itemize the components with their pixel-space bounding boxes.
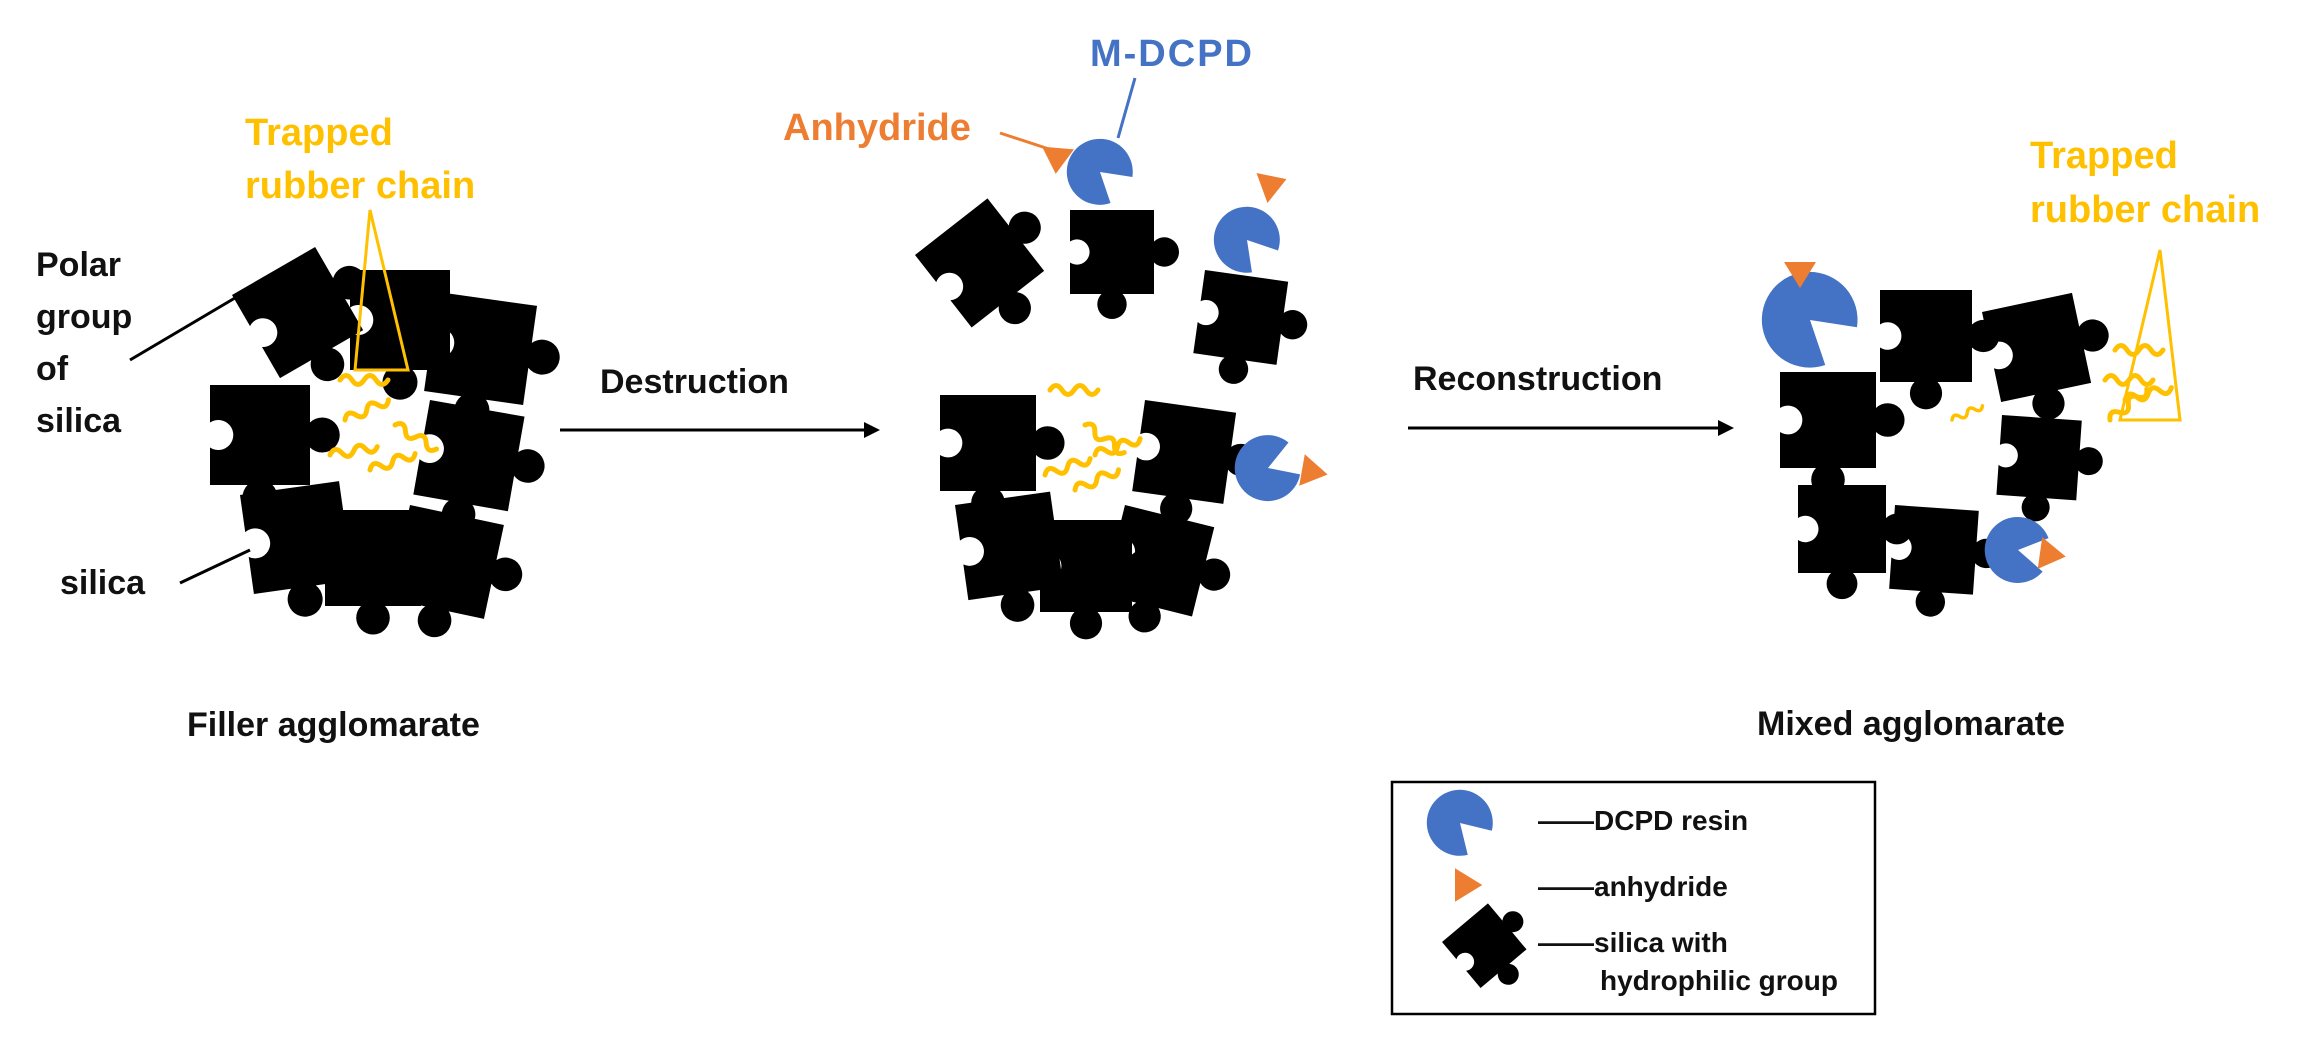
- silica-label: silica: [60, 564, 146, 602]
- rubber-chain: [1948, 401, 1986, 425]
- svg-text:rubber chain: rubber chain: [245, 165, 475, 207]
- reconstruction-arrow: [1408, 420, 1734, 436]
- rubber-chain: [2115, 346, 2163, 355]
- legend-silica-label-2: hydrophilic group: [1600, 965, 1838, 996]
- svg-text:Polar: Polar: [36, 246, 121, 284]
- svg-text:Trapped: Trapped: [245, 112, 393, 154]
- trapped-chain-label-left: Trapped rubber chain: [245, 112, 475, 207]
- anhydride-pointer: [999, 131, 1053, 152]
- dcpd-resin: [1200, 193, 1291, 283]
- polar-group-label: Polar group of silica: [36, 246, 132, 440]
- anhydride: [1299, 454, 1331, 491]
- svg-text:of: of: [36, 350, 69, 388]
- rubber-chain: [343, 396, 390, 424]
- rubber-chain: [1073, 466, 1120, 494]
- svg-text:group: group: [36, 298, 132, 336]
- anhydride: [2037, 537, 2068, 573]
- rubber-chain: [1050, 386, 1098, 395]
- silica-piece: [1994, 415, 2106, 526]
- silica-pointer: [179, 548, 251, 585]
- polar-group-pointer: [129, 293, 241, 362]
- filler-agglomarate-caption: Filler agglomarate: [187, 706, 480, 744]
- anhydride-label: Anhydride: [783, 107, 971, 149]
- silica-piece: [1982, 287, 2124, 429]
- destruction-arrow: [560, 422, 880, 438]
- trapped-pointer: [353, 209, 410, 372]
- trapped-chain-label-right: Trapped rubber chain: [2030, 135, 2260, 231]
- dcpd-resin: [1053, 125, 1143, 216]
- svg-text:Trapped: Trapped: [2030, 135, 2178, 177]
- legend-anhydride-label: ——anhydride: [1538, 871, 1728, 902]
- rubber-chain: [340, 376, 388, 385]
- trapped-pointer: [2118, 249, 2182, 422]
- silica-piece: [1880, 290, 2000, 410]
- legend: ——DCPD resin ——anhydride ——silica with h…: [1390, 776, 1877, 1016]
- mdcpd-label: M-DCPD: [1090, 33, 1254, 75]
- destruction-state-group: [915, 125, 1331, 650]
- filler-agglomarate-group: [210, 209, 567, 653]
- silica-piece: [1189, 270, 1313, 394]
- mdcpd-pointer: [1116, 77, 1137, 139]
- silica-piece: [384, 505, 532, 653]
- silica-piece: [1887, 505, 2004, 622]
- legend-dcpd-label: ——DCPD resin: [1538, 805, 1748, 836]
- dcpd-resin: [1225, 427, 1306, 511]
- mixed-agglomarate-caption: Mixed agglomarate: [1757, 705, 2065, 743]
- destruction-label: Destruction: [600, 363, 789, 401]
- svg-text:silica: silica: [36, 402, 122, 440]
- silica-piece: [1780, 372, 1905, 497]
- silica-piece: [1070, 210, 1179, 319]
- mixed-agglomarate-group: [1742, 249, 2182, 622]
- svg-text:rubber chain: rubber chain: [2030, 189, 2260, 231]
- reconstruction-label: Reconstruction: [1413, 360, 1662, 398]
- legend-silica-label: ——silica with: [1538, 927, 1728, 958]
- anhydride: [1256, 164, 1292, 204]
- rubber-chain: [2107, 386, 2150, 424]
- silica-piece: [915, 181, 1083, 350]
